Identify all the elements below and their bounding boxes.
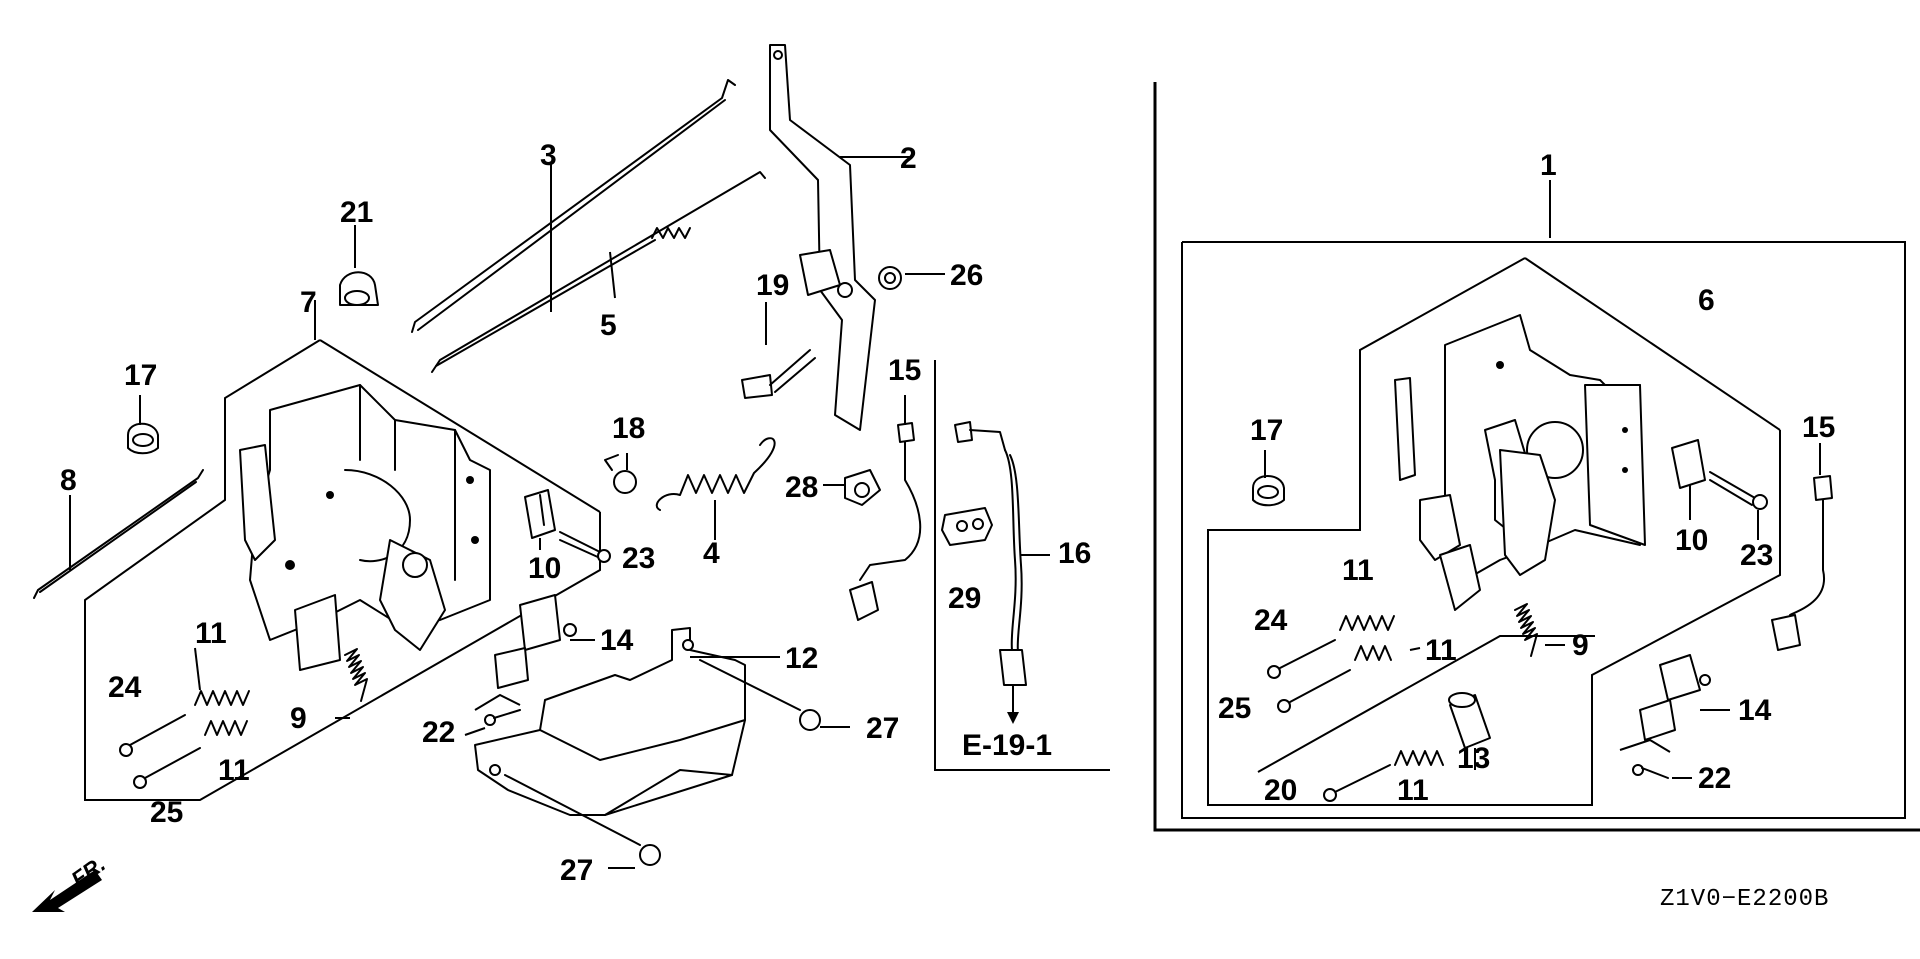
drawing-code: Z1V0−E2200B [1660, 886, 1829, 913]
callout-14: 14 [1738, 694, 1772, 727]
left-assembly [32, 44, 1110, 912]
callout-15: 15 [1802, 411, 1835, 444]
return-spring [344, 648, 368, 702]
callout-11: 11 [1397, 774, 1429, 807]
callout-12: 12 [785, 642, 818, 675]
callout-9: 9 [290, 702, 307, 735]
screw-25 [133, 747, 201, 789]
callout-25: 25 [150, 796, 183, 829]
callout-27: 27 [866, 712, 899, 745]
switch-bracket-right [1671, 439, 1706, 489]
cover-bolt-upper [699, 659, 821, 731]
screw-24 [119, 714, 186, 757]
callout-9: 9 [1572, 629, 1589, 662]
callout-11: 11 [195, 617, 227, 650]
control-base-bracket [239, 384, 491, 671]
callout-7: 7 [300, 286, 317, 319]
wire-clamp [339, 271, 379, 306]
callout-11: 11 [1342, 554, 1374, 587]
screw-23-right [1709, 471, 1768, 510]
callout-20: 20 [1264, 774, 1297, 807]
control-lever [769, 44, 876, 431]
callout-8: 8 [60, 464, 77, 497]
screw-25-right [1277, 669, 1351, 713]
hose-clip [127, 422, 159, 455]
rod-spring [651, 227, 691, 239]
callout-5: 5 [600, 309, 617, 342]
callout-28: 28 [785, 471, 818, 504]
front-direction-arrow [32, 870, 102, 912]
callout-25: 25 [1218, 692, 1251, 725]
callout-11: 11 [218, 754, 250, 787]
ignition-wire-harness [954, 421, 1027, 724]
adjusting-spring-right-c [1394, 750, 1444, 766]
screw-22 [484, 709, 521, 726]
callout-14: 14 [600, 624, 634, 657]
choke-rod [431, 171, 766, 373]
callout-17: 17 [124, 359, 157, 392]
right-callouts: 1 6 17 15 10 23 11 24 11 9 25 14 13 20 1… [1218, 149, 1835, 807]
callout-22: 22 [422, 716, 455, 749]
callout-15: 15 [888, 354, 921, 387]
callout-18: 18 [612, 412, 645, 445]
callout-27: 27 [560, 854, 593, 887]
callout-24: 24 [1254, 604, 1288, 637]
callout-24: 24 [108, 671, 142, 704]
ground-wire [849, 422, 922, 621]
switch-cover [474, 627, 746, 816]
ground-wire-right [1771, 475, 1833, 651]
callout-4: 4 [703, 537, 720, 570]
callout-10: 10 [528, 552, 561, 585]
harness-grommet-28 [844, 469, 881, 506]
adjusting-spring-b [204, 720, 248, 736]
callout-17: 17 [1250, 414, 1283, 447]
control-base-bracket-assembly [1394, 314, 1646, 611]
screw-20 [1323, 764, 1391, 802]
adjusting-spring-right-b [1354, 645, 1392, 661]
callout-3: 3 [540, 139, 557, 172]
cover-bolt-lower [504, 774, 661, 866]
harness-grommet-29 [941, 507, 993, 546]
callout-23: 23 [622, 542, 655, 575]
callout-19: 19 [756, 269, 789, 302]
pivot-bolt [741, 349, 816, 399]
callout-16: 16 [1058, 537, 1091, 570]
screw-22-right [1632, 764, 1669, 779]
return-spring-right [1514, 603, 1538, 657]
callout-13: 13 [1457, 742, 1490, 775]
left-callouts: 3 21 7 17 8 18 5 19 2 26 4 10 23 15 28 1… [60, 139, 1091, 892]
screw-23 [559, 531, 611, 563]
callout-29: 29 [948, 582, 981, 615]
callout-1: 1 [1540, 149, 1557, 182]
flange-nut [878, 266, 902, 290]
callout-21: 21 [340, 196, 373, 229]
callout-22: 22 [1698, 762, 1731, 795]
reference-label: E-19-1 [962, 729, 1052, 762]
callout-10: 10 [1675, 524, 1708, 557]
callout-11: 11 [1425, 634, 1457, 667]
governor-spring [655, 437, 776, 511]
flange-bolt [604, 454, 637, 494]
right-assembly-panel [1153, 82, 1920, 832]
adjusting-spring-right-a [1339, 615, 1395, 631]
throttle-rod [411, 79, 736, 333]
collar-sleeve [1448, 692, 1491, 749]
callout-23: 23 [1740, 539, 1773, 572]
governor-rod [33, 469, 204, 599]
switch-bracket [524, 489, 556, 539]
callout-6: 6 [1698, 284, 1715, 317]
callout-2: 2 [900, 142, 917, 175]
stop-switch [494, 594, 577, 689]
callout-26: 26 [950, 259, 983, 292]
stop-switch-right [1639, 654, 1711, 741]
adjusting-spring-a [194, 690, 250, 706]
hose-clip-right [1252, 475, 1285, 507]
screw-24-right [1267, 639, 1336, 679]
